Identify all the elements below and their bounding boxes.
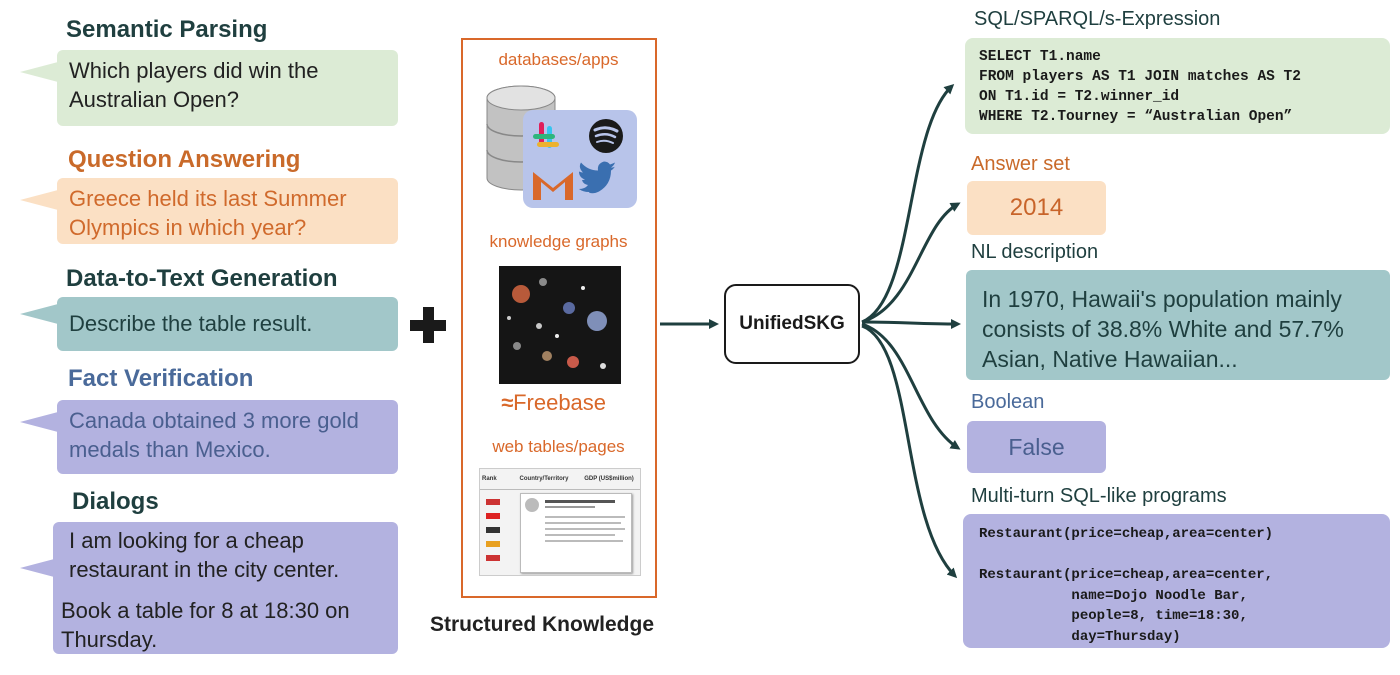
knowledge-graph-illustration (499, 266, 621, 384)
dialogs-bubble: I am looking for a cheap restaurant in t… (53, 522, 398, 654)
arrow-to-nl (861, 318, 961, 329)
spotify-icon (589, 119, 623, 153)
question-answering-bubble-tail (20, 190, 58, 210)
database-apps-illustration (486, 85, 637, 208)
databases-apps-label: databases/apps (498, 50, 619, 69)
data-to-text-title: Data-to-Text Generation (66, 265, 338, 292)
answer-set-box: 2014 (967, 181, 1106, 235)
structured-knowledge-caption: Structured Knowledge (430, 613, 655, 636)
plus-icon (410, 307, 446, 343)
web-table-illustration: Rank Country/Territory GDP (US$million) (479, 468, 641, 576)
data-to-text-bubble-tail (20, 304, 58, 324)
nl-description-label: NL description (971, 241, 1099, 263)
dialog-turn-2: Book a table for 8 at 18:30 on Thursday. (61, 598, 350, 652)
arrow-to-multi (861, 324, 958, 579)
data-to-text-input-bubble: Describe the table result. (57, 297, 398, 351)
fact-verification-input-bubble: Canada obtained 3 more gold medals than … (57, 400, 398, 474)
sql-output-label: SQL/SPARQL/s-Expression (974, 8, 1221, 30)
freebase-logo: ≈Freebase (501, 390, 606, 416)
fact-verification-bubble-tail (20, 412, 58, 432)
answer-set-value: 2014 (1009, 194, 1064, 221)
web-table-header-country: Country/Territory (519, 476, 569, 482)
knowledge-graphs-label: knowledge graphs (489, 232, 628, 251)
multi-turn-label: Multi-turn SQL-like programs (971, 485, 1227, 507)
unifiedskg-model-box: UnifiedSKG (724, 284, 860, 364)
slack-icon (533, 122, 559, 148)
question-answering-input-bubble: Greece held its last Summer Olympics in … (57, 178, 398, 244)
dialogs-title: Dialogs (72, 488, 159, 515)
arrow-to-boolean (861, 322, 961, 450)
semantic-parsing-title: Semantic Parsing (66, 16, 268, 43)
web-table-header-rank: Rank (482, 476, 497, 482)
twitter-icon (579, 161, 615, 194)
boolean-value: False (1008, 433, 1065, 460)
web-tables-label: web tables/pages (492, 437, 625, 456)
arrow-to-answer (861, 202, 961, 324)
question-answering-title: Question Answering (68, 146, 301, 173)
freebase-logo-text: Freebase (513, 390, 607, 415)
multi-turn-box: Restaurant(price=cheap,area=center) Rest… (963, 514, 1390, 648)
boolean-label: Boolean (971, 391, 1045, 413)
gmail-icon (533, 172, 573, 200)
sql-output-box: SELECT T1.name FROM players AS T1 JOIN m… (965, 38, 1390, 134)
semantic-parsing-bubble-tail (20, 62, 58, 82)
fact-verification-title: Fact Verification (68, 365, 254, 392)
model-name: UnifiedSKG (739, 313, 845, 334)
dialogs-bubble-tail (20, 558, 58, 578)
semantic-parsing-input-bubble: Which players did win the Australian Ope… (57, 50, 398, 126)
boolean-box: False (967, 421, 1106, 473)
dialog-turn-1: I am looking for a cheap restaurant in t… (69, 528, 340, 582)
arrow-to-sql (861, 83, 955, 324)
structured-knowledge-panel: databases/apps knowl (461, 38, 657, 598)
answer-set-label: Answer set (971, 153, 1070, 175)
freebase-mark-icon: ≈ (501, 390, 514, 415)
web-table-header-gdp: GDP (US$million) (584, 476, 634, 482)
nl-description-box: In 1970, Hawaii's population mainly cons… (966, 270, 1390, 380)
